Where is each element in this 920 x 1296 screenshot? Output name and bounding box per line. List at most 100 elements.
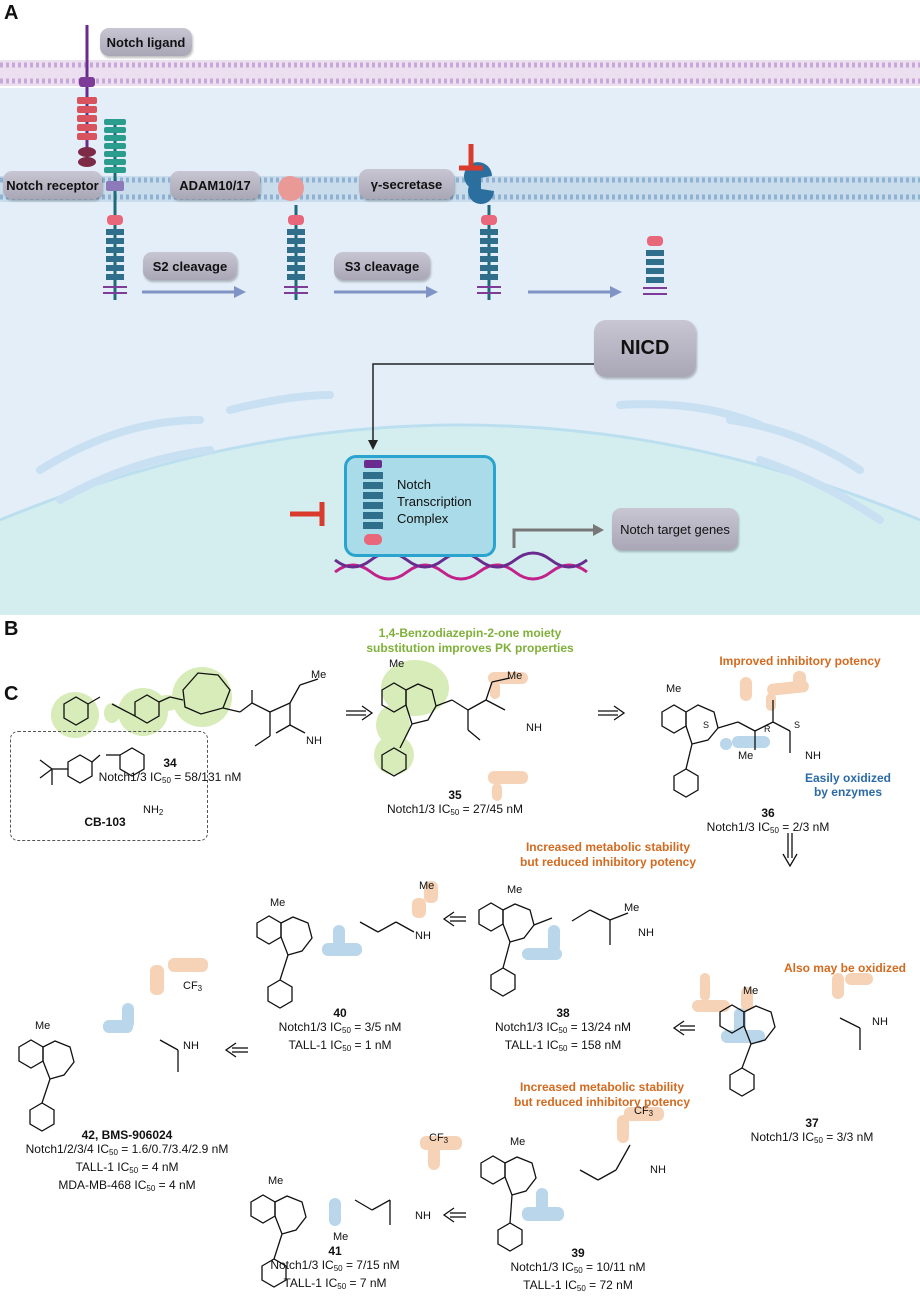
released-nicd [643,236,667,295]
atom-label: NH [415,1210,431,1222]
annotation-easily-oxidized: Easily oxidized by enzymes [798,771,898,799]
ic50-line: Notch1/3 IC50 = 3/5 nM [240,1020,440,1038]
ic50-label: Notch1/3 IC [750,1130,815,1144]
structure-34 [63,672,319,747]
compound-id: 36 [761,806,775,820]
atom-label: Me [507,670,523,682]
endoplasmic-reticulum [36,391,884,524]
ic50-value: = 3/5 nM [350,1020,402,1034]
caption-41: 41 Notch1/3 IC50 = 7/15 nM TALL-1 IC50 =… [235,1244,435,1294]
structure-42 [18,1039,179,1132]
panel-b-label: B [4,618,19,640]
atom-label: CF3 [183,980,202,993]
compound-id: 37 [805,1116,819,1130]
notch-receptor-full [103,119,127,300]
atom-label: CF3 [634,1105,653,1118]
structure-40 [256,915,415,1009]
tall-label: TALL-1 IC [283,1276,338,1290]
gamma-inhibitor-bar [459,144,483,171]
tall-label: TALL-1 IC [75,1160,130,1174]
caption-cb103: CB-103 [84,815,126,829]
tall-line: TALL-1 IC50 = 72 nM [478,1278,678,1296]
gamma-secretase-label: γ-secretase [359,169,454,199]
atom-cf: CF [429,1132,444,1144]
atom-label: NH [650,1164,666,1176]
nicd-label: NICD [594,320,696,377]
ic50-label: Notch1/2/3/4 IC [25,1142,110,1156]
ic50-value: = 27/45 nM [459,802,523,816]
ic50-subscript: 50 [576,1284,586,1293]
nicd-to-nucleus-arrow [368,363,594,450]
ic50-subscript: 50 [770,826,779,835]
ic50-label: Notch1/3 IC [495,1020,559,1034]
compound-id: 38 [556,1006,570,1020]
ic50-value: = 2/3 nM [778,820,830,834]
ic50-subscript: 50 [558,1044,568,1053]
ntc-label: Notch Transcription Complex [397,476,472,527]
ic50-subscript: 50 [129,1166,139,1175]
atom-label: Me [666,683,682,695]
ic50-label: Notch1/3 IC [510,1260,574,1274]
molecule-structures [18,660,873,1288]
atom-cf: CF [634,1105,649,1117]
structure-37 [719,1004,861,1097]
tall-line: TALL-1 IC50 = 4 nM [2,1160,252,1178]
ntc-label-line2: Transcription [397,494,472,509]
atom-label: NH [183,1040,199,1052]
ic50-subscript: 50 [333,1264,343,1273]
tall-value: = 72 nM [585,1278,633,1292]
cb103-dashed-box [10,731,208,841]
ic50-subscript: 50 [342,1044,352,1053]
adam-label: ADAM10/17 [170,171,260,199]
ic50-value: = 13/24 nM [567,1020,631,1034]
ntc-label-line3: Complex [397,511,449,526]
compound-id: 41 [328,1244,342,1258]
annotation-metabolic-stability-38: Increased metabolic stability but reduce… [498,840,718,870]
receptor-after-s3 [477,205,501,300]
target-genes-label: Notch target genes [612,508,738,550]
annotation-line: Increased metabolic stability [519,1080,685,1094]
receptor-after-s2 [284,205,308,300]
ic50-line: Notch1/3 IC50 = 13/24 nM [463,1020,663,1038]
tall-label: TALL-1 IC [288,1038,343,1052]
ic50-subscript: 50 [558,1026,568,1035]
ic50-subscript: 50 [109,1148,118,1157]
atom-label: NH [805,750,821,762]
ic50-line: Notch1/3 IC50 = 58/131 nM [70,770,270,788]
atom-label: Me [268,1175,284,1187]
atom-label: NH [306,735,322,747]
atom-label: Me [35,1020,51,1032]
highlights-orange [150,671,873,1170]
ic50-subscript: 50 [337,1282,347,1291]
tall-label: TALL-1 IC [504,1038,559,1052]
caption-36: 36 Notch1/3 IC50 = 2/3 nM [668,806,868,838]
atom-label: Me [311,669,327,681]
caption-37: 37 Notch1/3 IC50 = 3/3 nM [712,1116,912,1148]
caption-34: 34 Notch1/3 IC50 = 58/131 nM [70,756,270,788]
target-genes-arrow [512,524,604,548]
ic50-value: = 58/131 nM [170,770,242,784]
annotation-also-oxidized: Also may be oxidized [783,961,907,975]
ic50-subscript: 50 [573,1266,583,1275]
stereo-label: R [764,724,771,734]
ic50-label: Notch1/3 IC [270,1258,334,1272]
process-arrows [142,286,622,298]
transcription-inhibitor-bar [290,502,325,526]
highlights-green [51,660,449,775]
ic50-line: Notch1/2/3/4 IC50 = 1.6/0.7/3.4/2.9 nM [2,1142,252,1160]
ic50-label: Notch1/3 IC [706,820,771,834]
notch-ligand [77,25,97,167]
annotation-metabolic-stability-39: Increased metabolic stability but reduce… [492,1080,712,1110]
atom-subscript: 3 [443,1136,449,1145]
structure-41 [250,1194,391,1288]
ic50-subscript: 50 [450,808,460,817]
atom-label: Me [624,902,640,914]
compound-id: 42, BMS-906024 [81,1128,173,1142]
outer-membrane [0,60,920,86]
mda-label: MDA-MB-468 IC [58,1178,147,1192]
atom-label: Me [738,750,754,762]
tall-value: = 7 nM [346,1276,387,1290]
annotation-line: but reduced inhibitory potency [519,855,696,869]
ic50-line: Notch1/3 IC50 = 7/15 nM [235,1258,435,1276]
atom-label: Me [270,897,286,909]
